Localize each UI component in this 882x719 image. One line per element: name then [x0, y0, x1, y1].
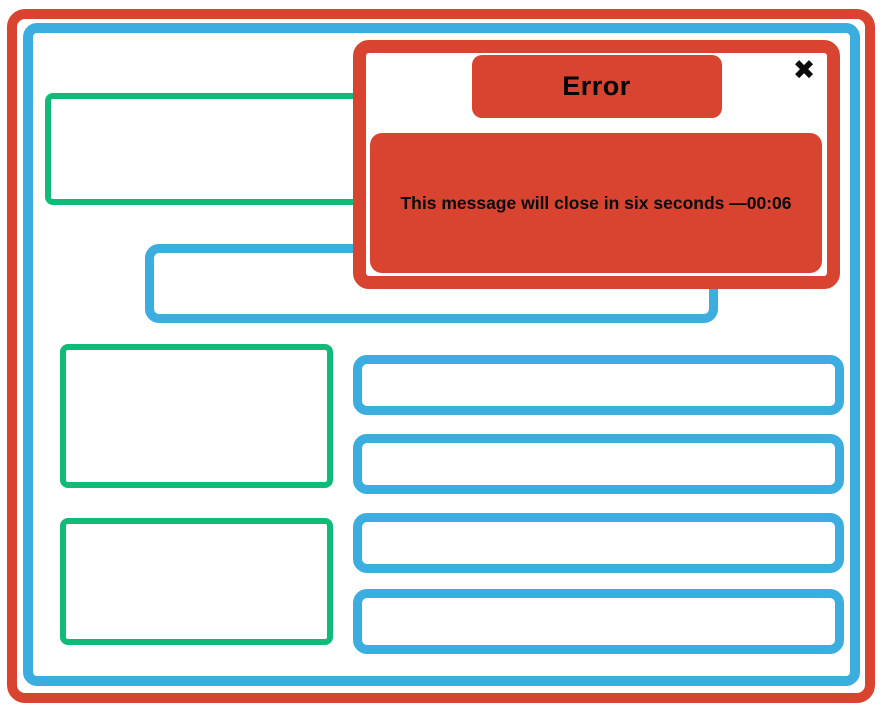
placeholder-row-3	[353, 513, 844, 573]
countdown-timer: 00:06	[746, 192, 792, 213]
inner-page-border	[23, 23, 860, 686]
placeholder-row-1	[353, 355, 844, 415]
placeholder-row-4	[353, 589, 844, 654]
dialog-message-panel: This message will close in six seconds —…	[370, 133, 822, 273]
dialog-title-badge: Error	[471, 55, 722, 118]
placeholder-row-2	[353, 434, 844, 494]
dialog-message-text: This message will close in six seconds —	[400, 192, 747, 213]
dialog-title-text: Error	[562, 71, 631, 101]
placeholder-box-green-bottom	[60, 518, 333, 645]
outer-page-border	[7, 9, 875, 703]
close-icon: ✖	[792, 55, 816, 86]
placeholder-box-green-middle	[60, 344, 333, 488]
error-dialog: ✖ Error This message will close in six s…	[353, 40, 840, 289]
close-button[interactable]: ✖	[786, 53, 822, 89]
